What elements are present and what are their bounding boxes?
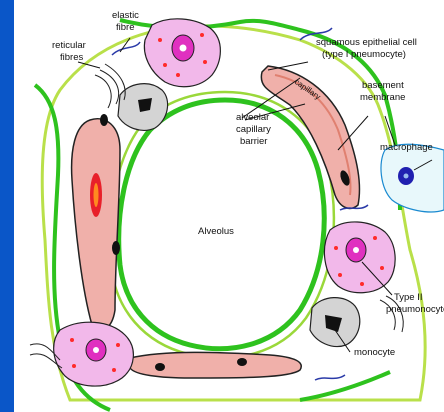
diagram-panel: capillary — [14, 0, 444, 412]
type2-pneumocyte-top — [144, 19, 220, 87]
reticular-fibres-label: reticular fibres — [52, 40, 88, 63]
type2-pneumonocyte-label: Type II pneumonocyte — [386, 292, 444, 315]
monocyte-bottom — [310, 298, 360, 347]
macrophage — [381, 144, 444, 212]
alveolus-epithelium — [119, 100, 324, 349]
basement-membrane-label: basement membrane — [360, 80, 406, 103]
monocyte-label: monocyte — [354, 347, 395, 358]
elastic-fibre-label: elastic fibre — [112, 10, 142, 33]
macrophage-label: macrophage — [380, 142, 433, 153]
alveolus-diagram: capillary — [14, 0, 444, 412]
type2-pneumocyte-bottom — [54, 322, 134, 386]
type2-pneumocyte-right — [324, 222, 395, 293]
squamous-epithelial-label: squamous epithelial cell (type I pneumoc… — [316, 37, 420, 60]
alveolus-label: Alveolus — [198, 226, 234, 237]
capillary-left — [72, 114, 120, 330]
capillary-bottom — [130, 352, 301, 378]
